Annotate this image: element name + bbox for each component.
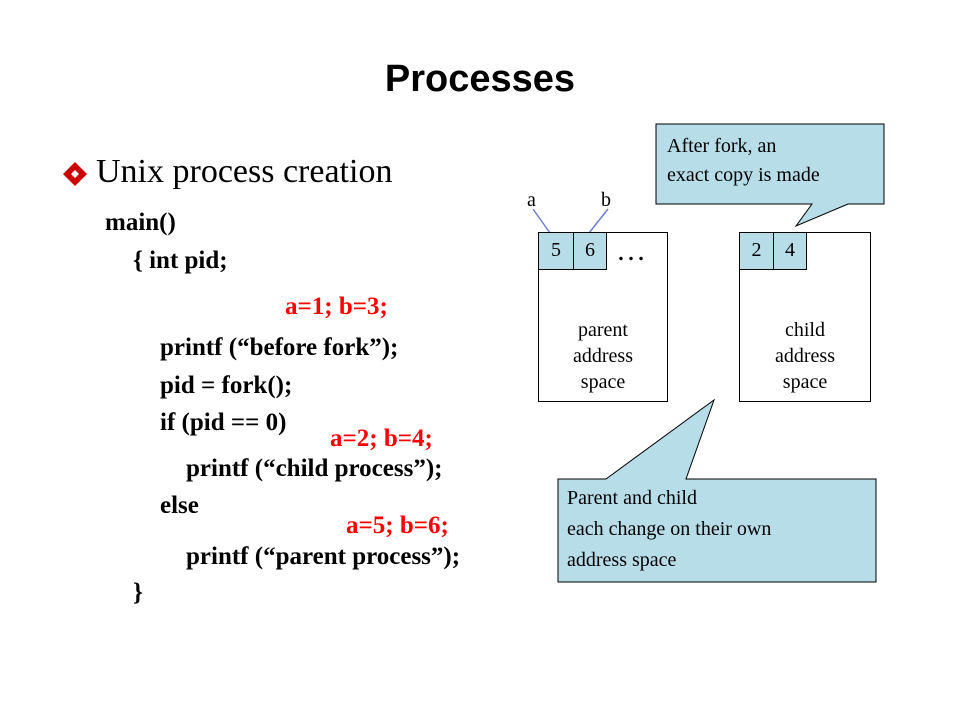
diamond-bullet-icon [63,162,87,186]
code-line-printf-parent: printf (“parent process”); [186,543,461,570]
annotation-parent-values: a=5; b=6; [346,512,449,539]
child-label-line2: address [775,345,835,367]
code-line-else: else [160,492,199,519]
bottom-callout-line2: each change on their own [567,518,772,540]
bottom-callout-line1: Parent and child [567,487,697,509]
slide-title: Processes [384,58,576,100]
bottom-callout-line3: address space [567,549,677,571]
code-line-printf-child: printf (“child process”); [186,455,443,482]
annotation-initial-values: a=1; b=3; [285,293,388,320]
top-callout-bubble [655,123,885,228]
code-line-close-brace: } [133,579,143,606]
annotation-child-values: a=2; b=4; [330,425,433,452]
code-line-decl: { int pid; [133,247,228,274]
parent-label-line1: parent [578,319,628,341]
bottom-callout-bubble [557,398,877,583]
top-callout-line1: After fork, an [667,135,777,157]
top-callout-line2: exact copy is made [667,164,820,186]
bullet-text: Unix process creation [96,153,393,190]
variable-label-a: a [527,189,536,211]
parent-cell-b: 6 [573,232,607,270]
child-label-line1: child [785,319,825,341]
parent-label-line2: address [573,345,633,367]
parent-ellipsis: … [616,234,646,267]
code-line-main: main() [105,209,176,236]
code-line-if: if (pid == 0) [160,409,287,436]
parent-cell-a: 5 [538,232,574,270]
parent-label-line3: space [580,371,626,393]
child-cell-b: 4 [773,232,807,270]
variable-label-b: b [601,189,611,211]
code-line-printf-before: printf (“before fork”); [160,334,399,361]
child-label-line3: space [782,371,828,393]
code-line-fork: pid = fork(); [160,372,293,399]
